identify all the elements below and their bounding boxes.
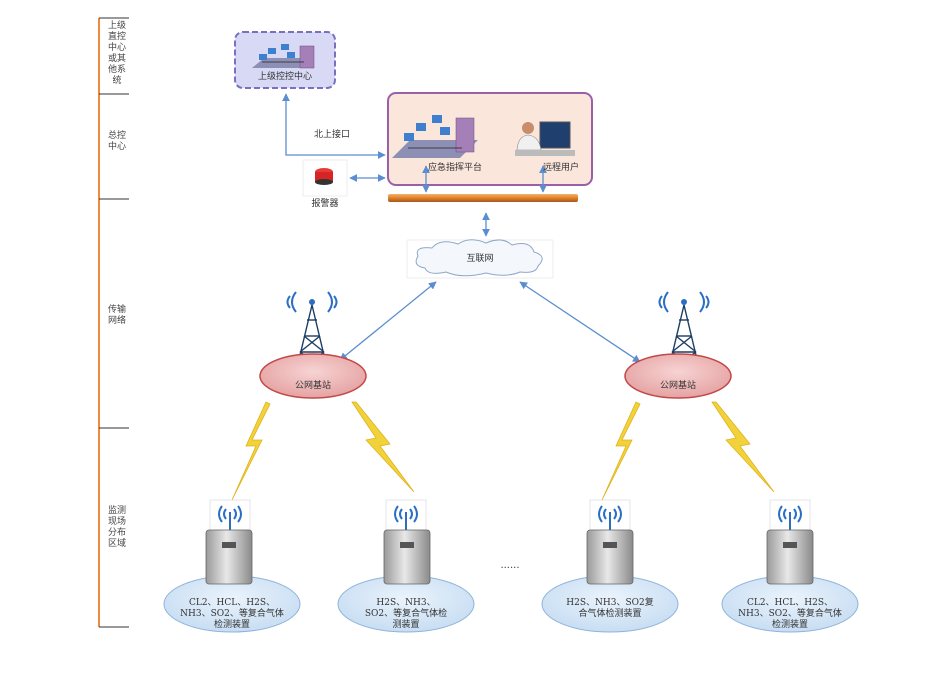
device-3 xyxy=(586,499,634,585)
antenna-icon xyxy=(769,499,811,531)
lightning-icon xyxy=(351,401,415,493)
tower-right xyxy=(624,291,732,399)
internet-label: 互联网 xyxy=(466,254,494,264)
lightning-icon xyxy=(231,401,271,501)
layer-sidebar xyxy=(98,17,129,628)
device-2 xyxy=(383,499,431,585)
detector-cabinet-icon xyxy=(205,529,253,585)
internet-node xyxy=(406,239,554,279)
device-zones xyxy=(163,575,859,633)
platform-label: 应急指挥平台 xyxy=(427,163,482,173)
layer-label-field: 监测现场分布区域 xyxy=(107,506,126,549)
upper-center-node xyxy=(234,31,336,89)
alarm-label: 报警器 xyxy=(311,199,339,209)
upper-center-label: 上级控控中心 xyxy=(257,72,312,82)
device-label-3: H2S、NH3、SO2复合气体检测装置 xyxy=(566,598,654,619)
cloud-icon xyxy=(415,239,543,277)
base-station-right xyxy=(624,353,732,399)
internet-base-left-link xyxy=(339,281,437,361)
device-label-2: H2S、NH3、SO2、等复合气体检测装置 xyxy=(364,598,448,630)
detector-cabinet-icon xyxy=(383,529,431,585)
device-label-1: CL2、HCL、H2S、NH3、SO2、等复合气体检测装置 xyxy=(180,598,284,630)
ellipsis-label: ...... xyxy=(500,560,520,571)
control-center-node xyxy=(387,92,593,186)
device-4 xyxy=(766,499,814,585)
detector-cabinet-icon xyxy=(766,529,814,585)
links xyxy=(282,93,641,363)
base-station-left-label: 公网基站 xyxy=(294,381,331,391)
layer-label-network: 传输网络 xyxy=(107,305,126,326)
base-station-left xyxy=(259,353,367,399)
internet-base-right-link xyxy=(519,281,641,363)
remote-user-label: 远程用户 xyxy=(542,163,579,173)
wireless-links xyxy=(231,401,775,501)
detector-cabinet-icon xyxy=(586,529,634,585)
northbound-link xyxy=(282,93,386,159)
bus-bar xyxy=(388,194,578,202)
alarm-light-icon xyxy=(315,168,333,185)
antenna-icon xyxy=(209,499,251,531)
antenna-icon xyxy=(385,499,427,531)
lightning-icon xyxy=(711,401,775,493)
base-station-right-label: 公网基站 xyxy=(659,381,696,391)
server-lan-icon xyxy=(392,115,478,158)
device-label-4: CL2、HCL、H2S、NH3、SO2、等复合气体检测装置 xyxy=(738,598,842,630)
lightning-icon xyxy=(601,401,641,501)
layer-label-upper: 上级直控中心或其他系统 xyxy=(107,21,126,86)
alarm-node xyxy=(302,159,348,197)
lan-icon xyxy=(252,44,315,69)
tower-left xyxy=(259,291,367,399)
northbound-label: 北上接口 xyxy=(313,130,350,140)
device-1 xyxy=(205,499,253,585)
operator-icon xyxy=(515,121,575,156)
layer-label-control: 总控中心 xyxy=(107,131,126,152)
antenna-icon xyxy=(589,499,631,531)
